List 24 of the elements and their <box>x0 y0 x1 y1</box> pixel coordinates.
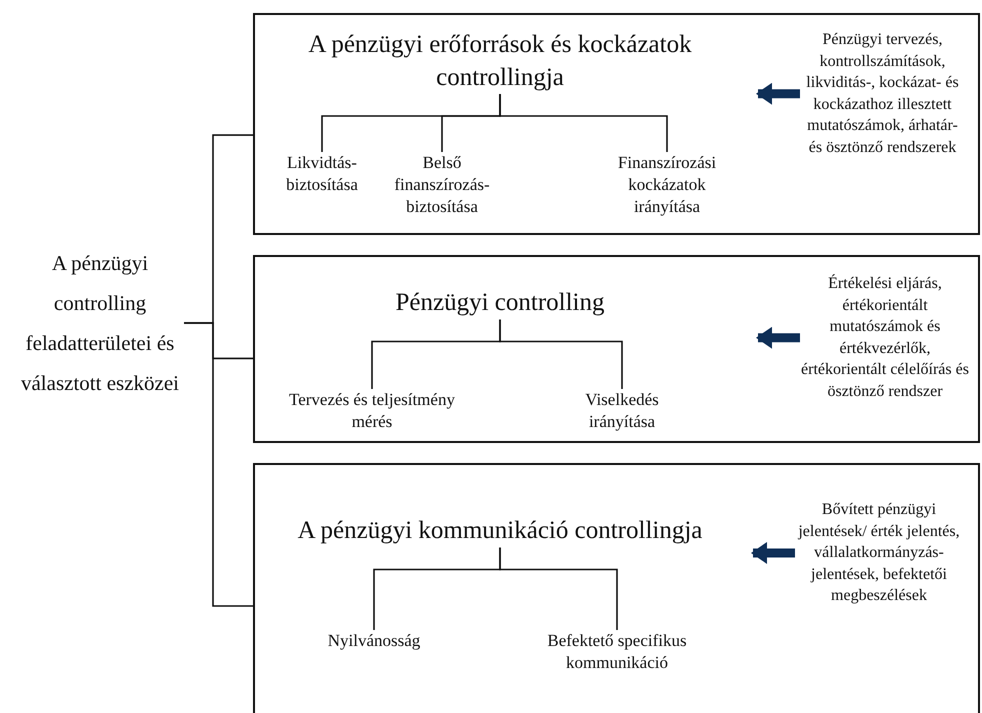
branch-label: Viselkedés irányítása <box>562 389 682 434</box>
group-box <box>253 13 980 235</box>
branch-label: Finanszírozási kockázatok irányítása <box>597 152 737 218</box>
side-label: A pénzügyi controlling feladatterületei és választott eszközei <box>20 243 180 403</box>
group-box <box>253 463 980 713</box>
branch-label: Belső finanszírozás-biztosítása <box>377 152 507 218</box>
group-box <box>253 255 980 443</box>
branch-label: Nyilvánosság <box>309 630 439 652</box>
connector-line <box>499 320 623 389</box>
branch-label: Likvidtás-biztosítása <box>272 152 372 196</box>
branch-label: Tervezés és teljesítmény mérés <box>287 389 457 434</box>
connector-line <box>184 322 253 607</box>
tools-description: Pénzügyi tervezés, kontrollszámítások, likviditás-, kockázat- és kockázathoz illesztett mutatószámok, árhatár- és ösztönző rendszerek <box>800 29 965 159</box>
section-heading: A pénzügyi erőforrások és kockázatok controllingja <box>280 29 720 94</box>
connector-line <box>499 94 668 152</box>
arrow <box>756 326 800 349</box>
connector-line <box>499 548 618 630</box>
arrow <box>756 82 800 105</box>
tools-description: Bővített pénzügyi jelentések/ érték jelentés, vállalatkormányzás-jelentések, befektetői megbeszélések <box>795 499 963 607</box>
branch-label: Befektető specifikus kommunikáció <box>527 630 707 674</box>
tools-description: Értékelési eljárás, értékorientált mutatószámok és értékvezérlők, értékorientált célelőírás és ösztönző rendszer <box>800 273 970 403</box>
arrow <box>751 542 795 564</box>
section-heading: Pénzügyi controlling <box>345 287 655 320</box>
section-heading: A pénzügyi kommunikáció controllingja <box>265 515 735 548</box>
